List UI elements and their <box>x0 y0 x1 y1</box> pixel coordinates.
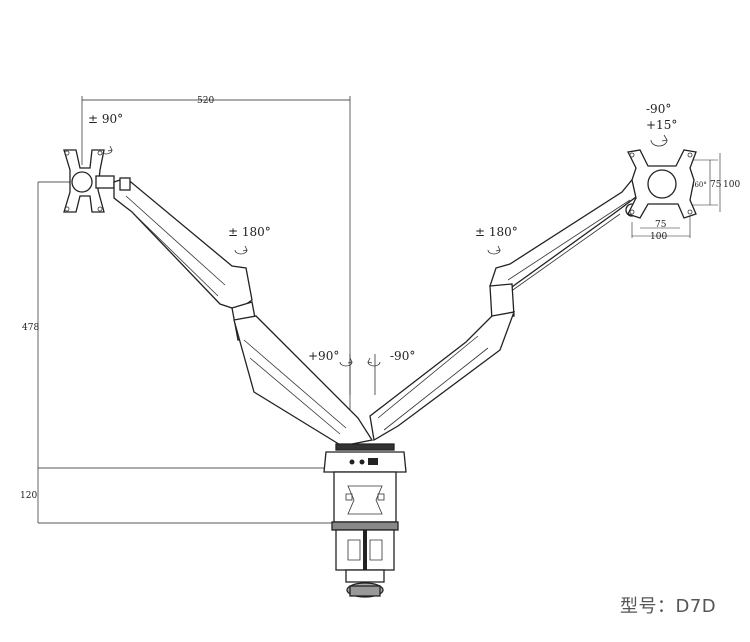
left-vesa-plate <box>63 149 115 213</box>
desk-clamp <box>331 521 399 598</box>
angle-base-right: -90° <box>390 349 415 363</box>
dim-height-label: 478 <box>22 323 39 333</box>
dim-vesa-outer-label: 100 <box>650 232 667 242</box>
angle-base-left: +90° <box>308 349 339 363</box>
right-vesa-plate <box>627 149 697 219</box>
base-column <box>323 443 407 523</box>
angle-right-tilt-down: -90° <box>646 102 671 116</box>
angle-right-swivel: ± 180° <box>475 225 518 239</box>
right-arm <box>369 168 649 442</box>
dim-rotate-label: 360° <box>690 181 707 189</box>
model-label: 型号：D7D <box>620 596 717 617</box>
dim-vesa-inner-label: 75 <box>655 220 667 230</box>
angle-right-tilt-up: +15° <box>646 118 677 132</box>
angle-left-swivel: ± 180° <box>228 225 271 239</box>
angle-left-tilt: ± 90° <box>88 112 123 126</box>
dim-width-label: 520 <box>197 96 214 106</box>
dim-vesa-outer-v-label: 100 <box>723 180 740 190</box>
rotation-arrow-icons <box>99 134 668 395</box>
left-arm <box>113 177 374 447</box>
dim-clamp-label: 120 <box>20 491 37 501</box>
dim-vesa-inner-v-label: 75 <box>710 180 722 190</box>
